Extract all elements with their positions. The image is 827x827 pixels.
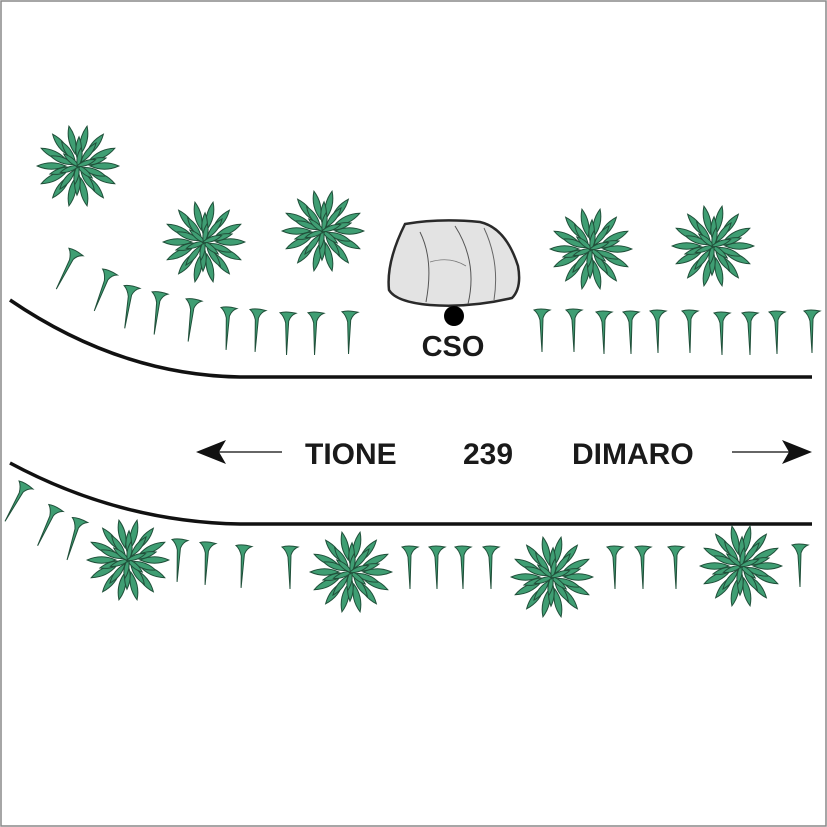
direction-label-right: DIMARO [572, 438, 694, 471]
grass-tuft-icon [594, 310, 614, 355]
arrow-left-icon [196, 440, 282, 464]
grass-tuft-icon [633, 545, 653, 590]
grass-tuft-icon [37, 503, 65, 546]
grass-tuft-icon [151, 291, 170, 335]
grass-tuft-icon [712, 311, 732, 356]
road-edge-north [9, 298, 812, 379]
shrub-icon [162, 200, 246, 284]
grass-tuft-icon [185, 298, 204, 342]
grass-tuft-icon [605, 545, 625, 590]
grass-tuft-icon [234, 544, 254, 588]
grass-tuft-icon [4, 480, 35, 522]
grass-tuft-icon [621, 310, 641, 355]
grass-tuft-icon [740, 311, 760, 356]
grass-tuft-icon [648, 309, 668, 354]
grass-tuft-icon [248, 308, 268, 352]
shrub-icon [699, 524, 783, 608]
grass-group [4, 247, 822, 590]
shrub-icon [510, 535, 594, 619]
grass-tuft-icon [340, 310, 360, 355]
grass-tuft-icon [280, 545, 300, 590]
station-label: CSO [422, 331, 485, 363]
shrub-icon [671, 204, 755, 288]
grass-tuft-icon [453, 545, 473, 590]
grass-tuft-icon [427, 545, 447, 590]
grass-tuft-icon [802, 309, 822, 354]
grass-tuft-icon [790, 543, 810, 588]
grass-tuft-icon [532, 308, 552, 353]
station-dot-icon [444, 306, 464, 326]
shrub-icon [309, 530, 393, 614]
grass-tuft-icon [93, 268, 120, 312]
grass-tuft-icon [564, 308, 584, 353]
grass-tuft-icon [680, 309, 700, 354]
arrow-right-icon [732, 440, 812, 464]
route-number-label: 239 [463, 438, 513, 471]
grass-tuft-icon [123, 284, 142, 329]
grass-tuft-icon [66, 517, 90, 561]
road-edge-south [9, 461, 812, 526]
direction-label-left: TIONE [305, 438, 397, 471]
grass-tuft-icon [55, 247, 85, 290]
grass-tuft-icon [170, 538, 190, 582]
shrub-group [36, 124, 783, 619]
shrub-icon [549, 207, 633, 291]
boulder-icon [387, 219, 521, 307]
grass-tuft-icon [306, 311, 326, 356]
grass-tuft-icon [219, 306, 239, 350]
shrub-icon [86, 518, 170, 602]
grass-tuft-icon [400, 545, 420, 590]
shrub-icon [36, 124, 120, 208]
grass-tuft-icon [767, 310, 787, 355]
shrub-icon [281, 189, 365, 273]
grass-tuft-icon [481, 545, 501, 590]
grass-tuft-icon [278, 311, 298, 356]
grass-tuft-icon [666, 545, 686, 590]
grass-tuft-icon [198, 541, 218, 585]
